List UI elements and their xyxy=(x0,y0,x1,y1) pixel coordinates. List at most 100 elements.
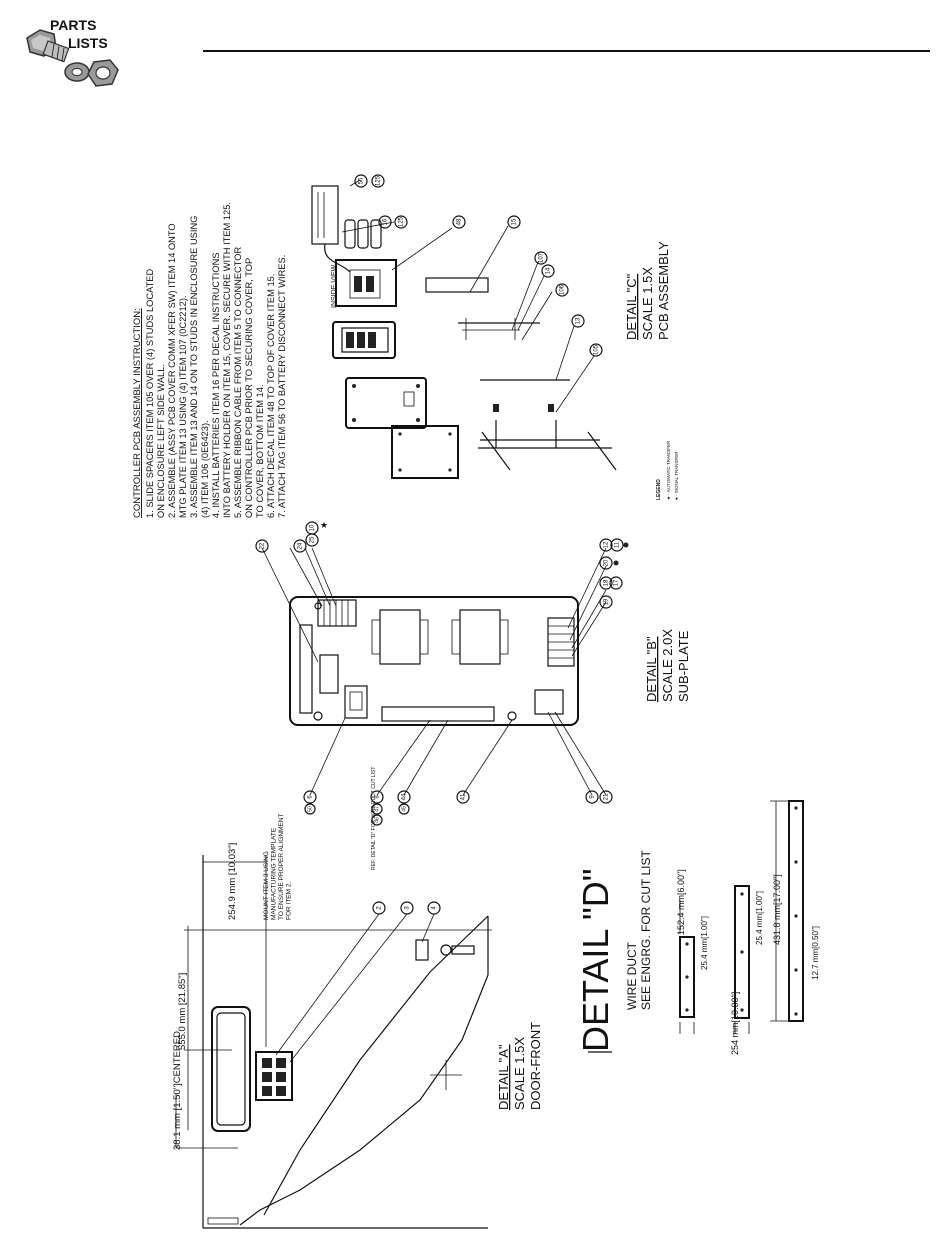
svg-text:11: 11 xyxy=(615,541,621,548)
svg-text:24: 24 xyxy=(298,542,304,549)
detail-b-balloon-41: 41 xyxy=(456,790,470,804)
svg-text:45: 45 xyxy=(401,806,407,812)
detail-b-balloon-17: 17 xyxy=(609,576,623,590)
detail-b-balloon-20: 20 xyxy=(599,556,613,570)
detail-d-subtitle-2: SEE ENGRG. FOR CUT LIST xyxy=(639,850,653,1010)
svg-text:46: 46 xyxy=(374,817,380,823)
detail-b-balloon-24: 24 xyxy=(293,539,307,553)
svg-text:6: 6 xyxy=(308,795,314,799)
detail-d-subtitle-1: WIRE DUCT xyxy=(625,941,639,1010)
relay-1 xyxy=(379,609,421,665)
instruction-line-4: MTG PLATE ITEM 13 USING (4) ITEM 107 (0C… xyxy=(178,296,188,519)
detail-b-balloon-8: 8 xyxy=(370,790,384,804)
detail-a-note: MOUNT ITEM 3 USING MANUFACTURING TEMPLAT… xyxy=(263,814,293,920)
detail-c-balloon-106: 106 xyxy=(555,283,569,297)
dim-12-7: 12.7 mm[0.50"] xyxy=(811,926,820,980)
svg-text:105: 105 xyxy=(594,344,600,355)
svg-text:8: 8 xyxy=(375,795,381,799)
detail-c-scale: SCALE 1.5X xyxy=(640,267,655,340)
detail-b-balloon-11: 11 xyxy=(610,538,624,552)
svg-text:MOUNT ITEM 3 USING: MOUNT ITEM 3 USING xyxy=(263,851,270,920)
detail-c-balloon-48: 48 xyxy=(452,215,466,229)
nut-icon xyxy=(87,59,119,87)
logo-text-lists: LISTS xyxy=(68,35,108,51)
detail-a-balloon-4: 4 xyxy=(427,901,441,915)
legend-title: LEGEND xyxy=(656,479,662,500)
svg-text:3: 3 xyxy=(405,906,411,910)
auto-transfer-star-icon: ★ xyxy=(320,520,328,530)
instruction-line-11: TO COVER, BOTTOM ITEM 14. xyxy=(255,385,265,518)
dim-254-9: 254.9 mm [10.03"] xyxy=(227,843,238,920)
legend-automatic: ★ - AUTOMATIC TRANSFER xyxy=(666,440,671,500)
detail-b-heading: DETAIL "B" xyxy=(644,636,659,702)
dim-25-4-a: 25.4 mm[1.00"] xyxy=(700,916,709,970)
signal-dot-icon xyxy=(613,560,619,566)
detail-b-scale: SCALE 2.0X xyxy=(660,629,675,702)
detail-b-balloon-45: 45 xyxy=(398,803,410,815)
detail-a-heading: DETAIL "A" xyxy=(496,1044,511,1110)
instruction-line-12: 6. ATTACH DECAL ITEM 48 TO TOP OF COVER … xyxy=(266,274,276,518)
detail-b-balloon-19: 19 xyxy=(599,595,613,609)
svg-text:4: 4 xyxy=(432,906,438,910)
svg-text:125: 125 xyxy=(376,175,382,186)
instruction-line-7: 4. INSTALL BATTERIES ITEM 16 PER DECAL I… xyxy=(211,252,221,518)
bolt-icon xyxy=(26,29,70,63)
detail-a-drawing: 2 3 4 MOUNT ITEM 3 USING MANUFACTURING T… xyxy=(172,814,543,1229)
instruction-line-2: ON ENCLOSURE LEFT SIDE WALL. xyxy=(156,364,166,518)
detail-d-drawing: DETAIL "D" WIRE DUCT SEE ENGRG. FOR CUT … xyxy=(575,800,820,1055)
detail-b-balloon-10: 10 xyxy=(305,521,319,535)
svg-text:18: 18 xyxy=(604,579,610,586)
sub-plate-component xyxy=(344,685,368,719)
battery-1 xyxy=(344,219,356,249)
dim-431-8: 431.8 mm[17.00"] xyxy=(772,874,782,945)
dim-555: 555.0 mm [21.85"] xyxy=(177,973,188,1050)
svg-text:10: 10 xyxy=(310,524,316,531)
dim-254: 254 mm[10.00"] xyxy=(730,992,740,1055)
detail-b-balloon-46: 46 xyxy=(371,814,383,826)
svg-text:TO ENSURE PROPER ALIGNMENT: TO ENSURE PROPER ALIGNMENT xyxy=(278,814,285,920)
dim-38-1: 38.1 mm [1.50"]CENTERED xyxy=(172,1031,183,1150)
detail-b-drawing: 22 24 25 10 ★ 12 11 20 18 17 19 9 21 41 … xyxy=(255,520,691,870)
detail-b-balloon-44: 44 xyxy=(397,790,411,804)
sub-plate-outline xyxy=(289,596,579,726)
instruction-line-5: 3. ASSEMBLE ITEM 13 AND 14 ON TO STUDS I… xyxy=(189,216,199,518)
dim-152-4: 152.4 mm[6.00"] xyxy=(676,869,686,935)
detail-c-balloon-13: 13 xyxy=(571,314,585,328)
instruction-line-13: 7. ATTACH TAG ITEM 56 TO BATTERY DISCONN… xyxy=(277,255,287,518)
detail-b-title: DETAIL "B" SCALE 2.0X SUB-PLATE xyxy=(644,629,691,702)
detail-c-legend: LEGEND ★ - AUTOMATIC TRANSFER ● - SIGNAL… xyxy=(656,440,679,500)
controller-pcb xyxy=(345,377,427,429)
detail-c-balloon-125a: 125 xyxy=(371,174,385,188)
svg-text:50: 50 xyxy=(307,806,313,812)
detail-b-subtitle: SUB-PLATE xyxy=(676,630,691,702)
instruction-line-9: 5. ASSEMBLE RIBBON CABLE FROM ITEM 5 TO … xyxy=(233,246,243,518)
detail-c-drawing: INSIDE VIEW xyxy=(311,174,679,500)
svg-text:2: 2 xyxy=(377,906,383,910)
svg-text:13: 13 xyxy=(576,317,582,324)
ground-block xyxy=(534,689,564,715)
detail-c-title: DETAIL "C" SCALE 1.5X PCB ASSEMBLY xyxy=(624,241,671,340)
battery-3 xyxy=(370,219,382,249)
detail-b-balloon-18: 18 xyxy=(599,576,613,590)
display-window xyxy=(211,1006,251,1132)
detail-b-balloon-9: 9 xyxy=(585,790,599,804)
detail-c-balloon-107: 107 xyxy=(534,251,548,265)
instruction-line-1: 1. SLIDE SPACERS ITEM 105 OVER (4) STUDS… xyxy=(145,269,155,518)
svg-text:22: 22 xyxy=(260,542,266,549)
detail-c-balloon-14: 14 xyxy=(541,264,555,278)
detail-b-note: REF: DETAIL "D" FOR WIRE DUCT CUT LIST xyxy=(371,767,377,870)
svg-text:16: 16 xyxy=(383,218,389,225)
signal-dot-icon xyxy=(623,542,629,548)
parts-lists-logo: PARTS LISTS xyxy=(26,17,119,87)
svg-text:48: 48 xyxy=(457,218,463,225)
instruction-line-8: INTO BATTERY HOLDER ON ITEM 15, COVER. S… xyxy=(222,202,232,518)
svg-text:20: 20 xyxy=(604,559,610,566)
detail-a-subtitle: DOOR-FRONT xyxy=(528,1022,543,1110)
detail-a-scale: SCALE 1.5X xyxy=(512,1037,527,1110)
detail-c-balloon-56: 56 xyxy=(354,174,368,188)
terminal-strip-top xyxy=(317,599,357,627)
detail-c-heading: DETAIL "C" xyxy=(624,273,639,340)
detail-b-balloon-6: 6 xyxy=(303,790,317,804)
